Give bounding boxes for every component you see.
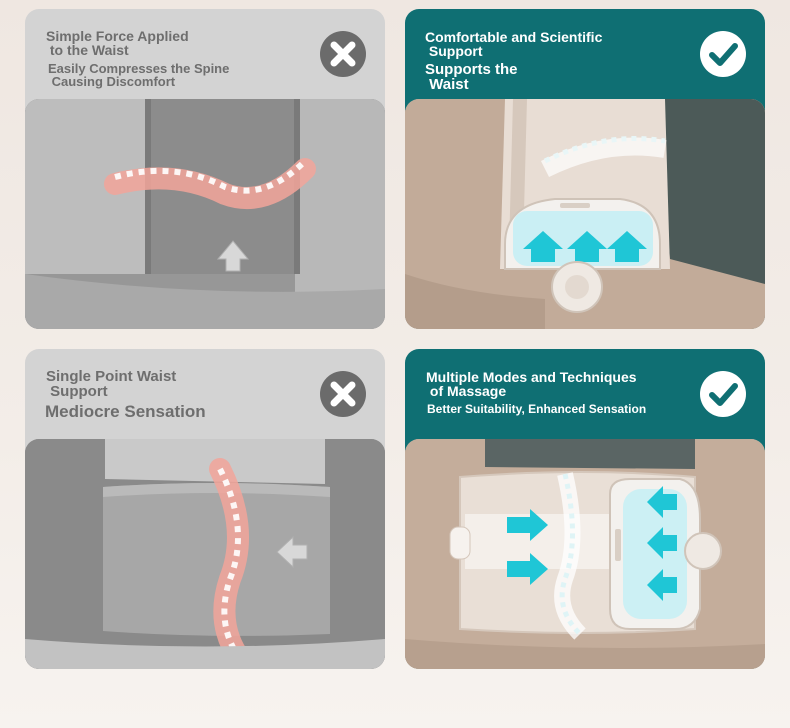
check-mark-icon: [700, 31, 746, 77]
lumbar-support-illustration: [405, 99, 765, 329]
comparison-card-scientific-support: Comfortable and Scientific Support Suppo…: [405, 9, 765, 329]
card-title-line-2: Support: [46, 383, 108, 400]
card-title-line-1: Single Point Waist: [46, 368, 177, 385]
card-subtitle-line-2: Waist: [425, 76, 469, 93]
card-header: Comfortable and Scientific Support Suppo…: [405, 9, 765, 99]
comparison-card-simple-force: Simple Force Applied to the Waist Easily…: [25, 9, 385, 329]
card-title-line-1: Simple Force Applied: [46, 28, 189, 44]
card-title-line-2: of Massage: [426, 383, 507, 399]
card-header: Multiple Modes and Techniques of Massage…: [405, 349, 765, 439]
check-mark-icon: [700, 371, 746, 417]
card-subtitle-line-1: Supports the: [425, 61, 518, 78]
card-title-line-2: to the Waist: [46, 42, 129, 58]
card-header: Simple Force Applied to the Waist Easily…: [25, 9, 385, 99]
x-mark-icon: [320, 31, 366, 77]
card-subtitle-line-1: Better Suitability, Enhanced Sensation: [427, 402, 647, 416]
card-subtitle-line-2: Causing Discomfort: [48, 74, 176, 89]
single-point-support-illustration: [25, 439, 385, 669]
card-subtitle-line-1: Mediocre Sensation: [45, 402, 206, 421]
card-title-line-1: Multiple Modes and Techniques: [426, 369, 637, 385]
card-header: Single Point Waist Support Mediocre Sens…: [25, 349, 385, 439]
waist-compression-illustration: [25, 99, 385, 329]
comparison-card-single-point: Single Point Waist Support Mediocre Sens…: [25, 349, 385, 669]
card-title-line-2: Support: [425, 43, 483, 59]
card-subtitle-line-1: Easily Compresses the Spine: [48, 61, 230, 76]
multi-mode-massage-illustration: [405, 439, 765, 669]
card-title-line-1: Comfortable and Scientific: [425, 29, 603, 45]
comparison-card-massage-modes: Multiple Modes and Techniques of Massage…: [405, 349, 765, 669]
x-mark-icon: [320, 371, 366, 417]
